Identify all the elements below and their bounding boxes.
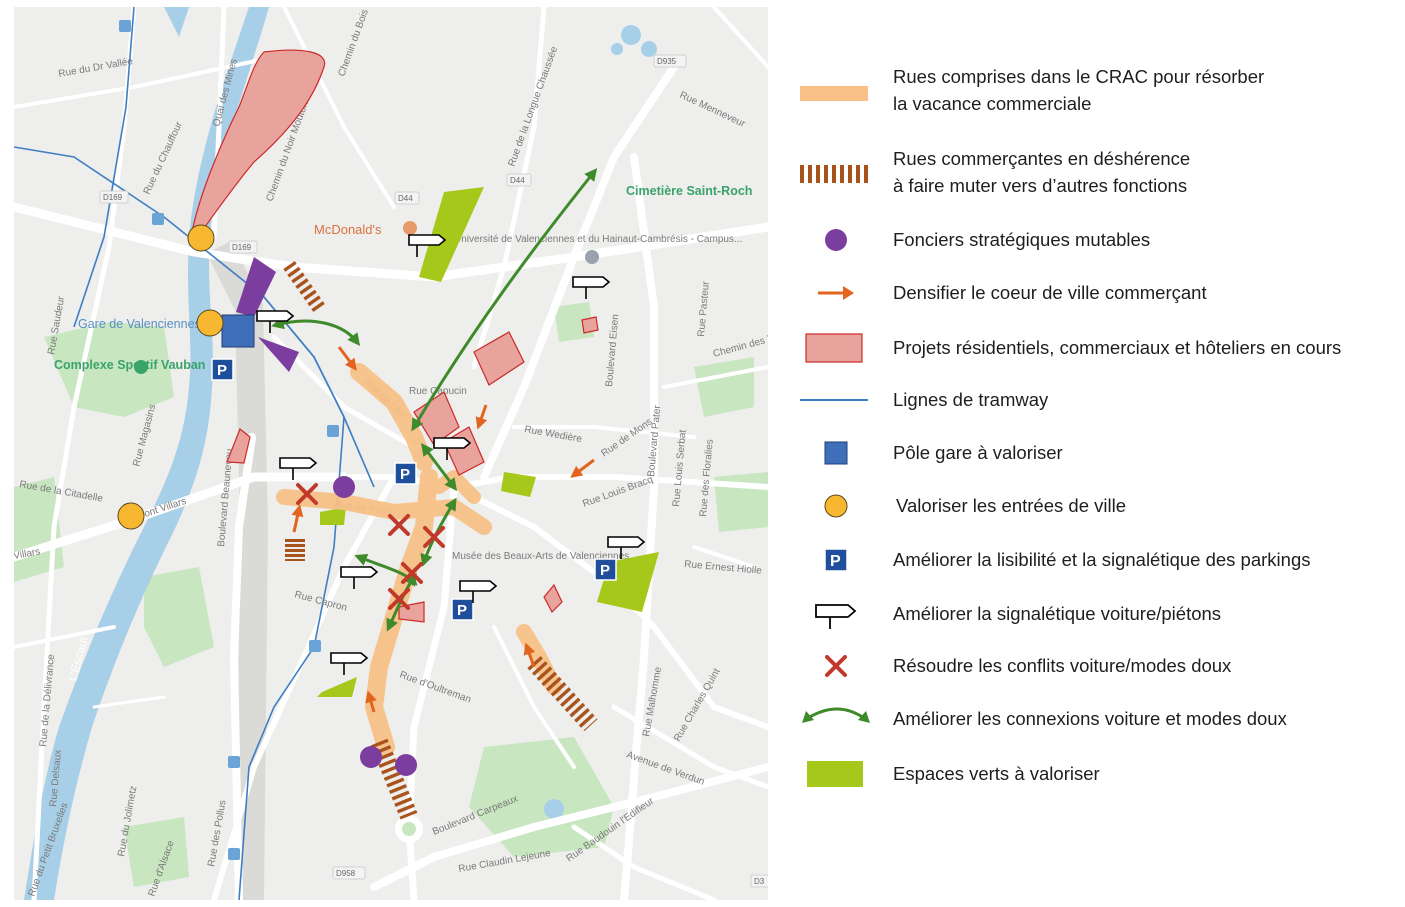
legend-item-signage: Améliorer la signalétique voiture/piéton… <box>780 600 1405 634</box>
legend-item-conflicts: Résoudre les conflits voiture/modes doux <box>780 652 1405 686</box>
red-rect-icon <box>805 333 863 363</box>
legend-label: Projets résidentiels, commerciaux et hôt… <box>893 337 1342 358</box>
orange-band-icon <box>800 86 868 101</box>
green-double-arrow-icon <box>802 707 870 723</box>
poi-universite-label: Université de Valenciennes et du Hainaut… <box>454 234 742 245</box>
parking-icons: P P P P <box>211 358 617 621</box>
legend-item-tram: Lignes de tramway <box>780 386 1405 420</box>
map-legend: Rues comprises dans le CRAC pour résorbe… <box>780 50 1405 810</box>
svg-text:D3: D3 <box>754 877 765 886</box>
svg-text:D935: D935 <box>657 57 677 66</box>
legend-item-densify: Densifier le coeur de ville commerçant <box>780 279 1405 313</box>
signpost-icons <box>256 234 646 675</box>
legend-label: Améliorer la lisibilité et la signalétiq… <box>893 549 1311 570</box>
legend-item-parking: P Améliorer la lisibilité et la signalét… <box>780 546 1405 580</box>
legend-item-decline: Rues commerçantes en déshérence à faire … <box>780 145 1405 201</box>
map-svg: Rue du Dr Vallée Quai des Mines Rue du C… <box>14 7 768 900</box>
legend-item-crac: Rues comprises dans le CRAC pour résorbe… <box>780 63 1405 119</box>
street-label: Rue Delsaux <box>48 749 64 807</box>
poi-musee-label: Musée des Beaux-Arts de Valenciennes <box>452 551 629 562</box>
legend-item-entrance: Valoriser les entrées de ville <box>780 492 1405 526</box>
legend-label: Améliorer les connexions voiture et mode… <box>893 708 1287 729</box>
svg-text:P: P <box>830 553 841 570</box>
strategic-land <box>236 257 417 776</box>
yellow-dot-icon <box>824 494 848 518</box>
svg-text:P: P <box>600 562 610 579</box>
legend-item-land: Fonciers stratégiques mutables <box>780 226 1405 260</box>
legend-label: Lignes de tramway <box>893 389 1049 410</box>
legend-item-green: Espaces verts à valoriser <box>780 760 1405 794</box>
parking-icon: P <box>824 548 848 572</box>
poi-gare-label: Gare de Valenciennes <box>78 317 201 331</box>
svg-text:P: P <box>217 362 227 379</box>
station-hub <box>221 314 255 348</box>
blue-square-icon <box>824 441 848 465</box>
street-label: Villars <box>14 546 41 562</box>
park-pin-icon <box>134 360 148 374</box>
poi-complexe-label: Complexe Sportif Vauban <box>54 358 205 372</box>
poi-cimetiere-label: Cimetière Saint-Roch <box>626 184 752 198</box>
svg-text:P: P <box>400 466 410 483</box>
legend-label: Rues commerçantes en déshérence à faire … <box>893 148 1191 196</box>
map-canvas[interactable]: Rue du Dr Vallée Quai des Mines Rue du C… <box>14 7 768 900</box>
orange-arrow-icon <box>818 286 854 300</box>
conflict-crosses <box>296 483 445 610</box>
blue-line-icon <box>800 399 868 401</box>
legend-label: Espaces verts à valoriser <box>893 763 1100 784</box>
purple-dot-icon <box>825 229 847 251</box>
legend-label: Pôle gare à valoriser <box>893 442 1063 463</box>
city-entrances <box>117 224 224 530</box>
signpost-icon <box>815 604 857 629</box>
legend-item-station: Pôle gare à valoriser <box>780 439 1405 473</box>
legend-label: Améliorer la signalétique voiture/piéton… <box>893 603 1222 624</box>
hatched-band-icon <box>800 165 868 183</box>
svg-text:P: P <box>457 602 467 619</box>
svg-text:D44: D44 <box>510 176 525 185</box>
restaurant-icon <box>403 221 417 235</box>
svg-text:D958: D958 <box>336 869 356 878</box>
road-network <box>14 7 768 900</box>
svg-text:D169: D169 <box>232 243 252 252</box>
rail-corridor <box>206 240 269 900</box>
legend-item-connections: Améliorer les connexions voiture et mode… <box>780 705 1405 739</box>
legend-label: Valoriser les entrées de ville <box>896 495 1126 516</box>
tram-stops <box>119 20 339 860</box>
street-label: Rue Pasteur <box>696 280 712 337</box>
legend-label: Densifier le coeur de ville commerçant <box>893 282 1207 303</box>
green-rect-icon <box>807 761 863 787</box>
poi-mcdonalds-label: McDonald's <box>314 222 382 237</box>
red-cross-icon <box>825 655 847 677</box>
declining-streets <box>262 260 598 820</box>
university-icon <box>585 250 599 264</box>
svg-text:D44: D44 <box>398 194 413 203</box>
legend-label: Résoudre les conflits voiture/modes doux <box>893 655 1232 676</box>
svg-text:D169: D169 <box>103 193 123 202</box>
legend-item-projects: Projets résidentiels, commerciaux et hôt… <box>780 333 1405 368</box>
legend-label: Rues comprises dans le CRAC pour résorbe… <box>893 66 1265 114</box>
legend-label: Fonciers stratégiques mutables <box>893 229 1151 250</box>
